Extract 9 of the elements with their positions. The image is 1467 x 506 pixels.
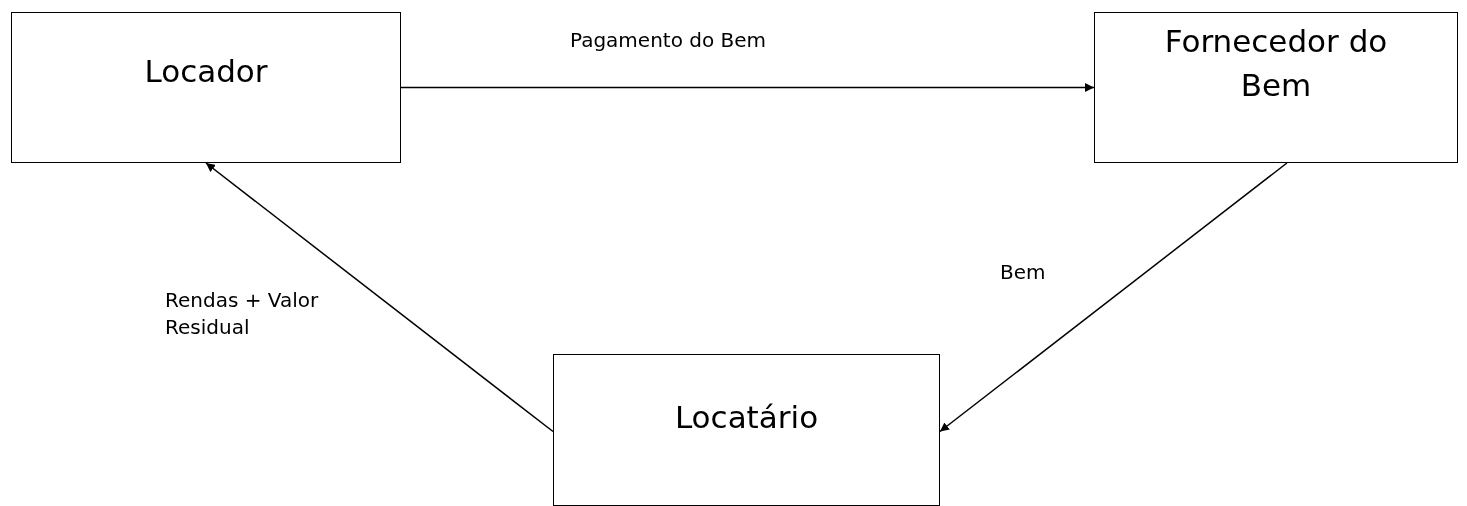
arrow	[205, 162, 554, 433]
arrow	[400, 83, 1095, 92]
entity-box	[11, 12, 401, 163]
arrow	[939, 162, 1288, 433]
entity-name: Fornecedor do Bem	[1163, 22, 1389, 105]
entity-box	[1094, 12, 1458, 163]
entity-name: Locatário	[673, 398, 820, 437]
entity-box	[553, 354, 940, 506]
entity-name: Locador	[143, 52, 269, 91]
